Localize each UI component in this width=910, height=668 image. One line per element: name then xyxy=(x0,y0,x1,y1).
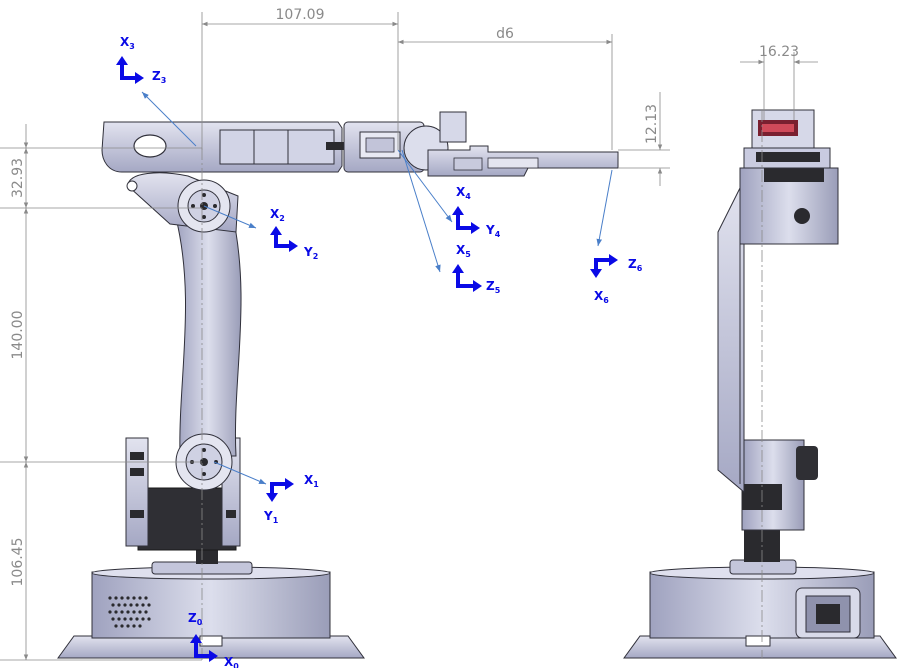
frame-arrowhead xyxy=(471,222,480,234)
frame-0-axis-b-label: X0 xyxy=(224,655,239,668)
frame-arrowhead xyxy=(590,269,602,278)
frame-6-axis-a-label: Z6 xyxy=(628,257,643,273)
frame-0-axis-a-label: Z0 xyxy=(188,611,203,627)
dim-107-09: 107.09 xyxy=(276,7,325,23)
forearm-hole xyxy=(133,134,167,158)
side-waist xyxy=(729,559,797,575)
upper-arm-link xyxy=(175,211,242,457)
side-base-plate xyxy=(623,635,897,659)
front-view xyxy=(57,111,619,659)
frame-arrowhead xyxy=(285,478,294,490)
frame-3-axis-b-label: Z3 xyxy=(152,69,166,85)
frame-6-axis-b-label: X6 xyxy=(594,289,609,305)
dim-16-23: 16.23 xyxy=(759,44,799,60)
dimension-lines xyxy=(0,12,818,661)
frame-arrowhead xyxy=(452,206,464,215)
frame-3-axis-a-label: X3 xyxy=(120,35,135,51)
frame-2-axis-a-label: X2 xyxy=(270,207,285,223)
frame-arrowhead xyxy=(289,240,298,252)
frame-arrowhead xyxy=(135,72,144,84)
base-vent-grid xyxy=(108,596,151,628)
dim-d6: d6 xyxy=(496,26,514,42)
base-slot xyxy=(199,635,223,647)
frame-arrowhead xyxy=(270,226,282,235)
forearm-panel-1 xyxy=(219,129,255,165)
frame-4-axis-b-label: Y4 xyxy=(485,223,501,239)
base-cylinder xyxy=(91,571,331,639)
frame-arrowhead xyxy=(266,493,278,502)
shoulder-bracket-left xyxy=(125,437,149,547)
frame-arrowhead xyxy=(609,254,618,266)
leader-lines xyxy=(141,91,613,485)
frame-arrowhead xyxy=(190,634,202,643)
dim-32-93: 32.93 xyxy=(10,158,26,198)
frame-1-axis-a-label: X1 xyxy=(304,473,319,489)
frame-arrowhead xyxy=(116,56,128,65)
side-view xyxy=(623,109,897,659)
frame-arrowhead xyxy=(209,650,218,662)
base-plate xyxy=(57,635,365,659)
waist-shaft xyxy=(196,550,218,564)
dim-106-45: 106.45 xyxy=(10,538,26,587)
wrist-servo-top xyxy=(439,111,467,143)
frame-arrowhead xyxy=(452,264,464,273)
frame-4-axis-a-label: X4 xyxy=(456,185,471,201)
dim-12-13: 12.13 xyxy=(644,104,660,144)
frame-1-axis-b-label: Y1 xyxy=(263,509,279,525)
forearm-panel-2 xyxy=(253,129,289,165)
frame-5-axis-a-label: X5 xyxy=(456,243,471,259)
dim-140-00: 140.00 xyxy=(10,311,26,360)
frame-arrowhead xyxy=(473,280,482,292)
frame-5-axis-b-label: Z5 xyxy=(486,279,501,295)
shoulder-servo xyxy=(137,487,237,551)
frame-2-axis-b-label: Y2 xyxy=(303,245,318,261)
side-arm-plate xyxy=(717,179,745,494)
